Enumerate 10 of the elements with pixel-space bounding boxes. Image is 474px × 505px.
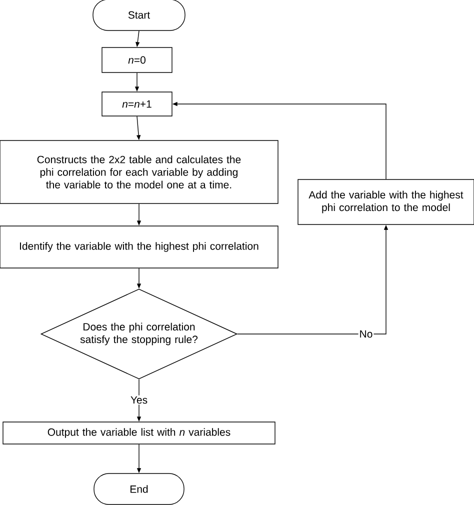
process-box: Add the variable with the highest phi correlation to the model bbox=[298, 179, 474, 225]
edge-label: No bbox=[358, 329, 374, 339]
terminal-box: Start bbox=[92, 0, 186, 31]
process-box: n=0 bbox=[102, 47, 172, 73]
process-box: Output the variable list with n variables bbox=[2, 422, 276, 444]
terminal-box: End bbox=[94, 473, 184, 505]
process-box: Identify the variable with the highest phi correlation bbox=[0, 226, 278, 268]
process-box: Constructs the 2x2 table and calculates the phi correlation for each variable by adding the variable to the model one at a time. bbox=[0, 140, 278, 204]
process-box: n=n+1 bbox=[102, 92, 172, 116]
edge-label: Yes bbox=[129, 395, 149, 405]
